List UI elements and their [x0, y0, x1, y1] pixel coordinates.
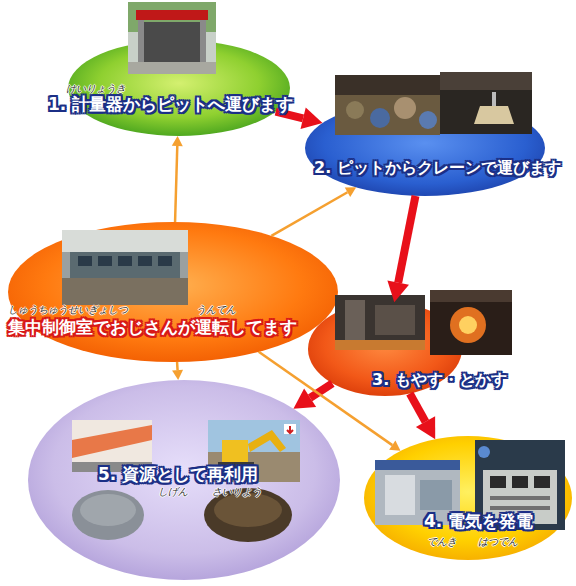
furigana: しげん — [158, 486, 188, 497]
crane-grab — [474, 106, 514, 124]
control-room-photo — [62, 230, 188, 305]
inset-icon — [284, 424, 296, 434]
photo-frame — [128, 2, 216, 74]
control-panel — [70, 252, 180, 278]
monitor — [138, 256, 152, 266]
pipe — [345, 300, 365, 345]
sign-board — [136, 10, 208, 20]
step-label: 5. 資源として再利用 — [98, 465, 258, 484]
arrow-shaft — [175, 146, 177, 222]
photo-frame — [430, 290, 512, 355]
furigana: さいりよう — [212, 486, 262, 497]
furigana: うんてん — [196, 304, 236, 315]
pellet-highlight — [214, 493, 282, 527]
photo-frame — [335, 295, 425, 350]
arrow-shaft — [176, 362, 179, 370]
fire-glow — [450, 307, 486, 343]
fire-core — [459, 316, 477, 334]
furigana: でんき — [427, 536, 457, 547]
flow-arrow — [172, 136, 183, 222]
ellipse-fill — [305, 100, 545, 196]
furnace-photo — [430, 290, 512, 355]
crane-photo — [440, 72, 532, 134]
ellipse-fill — [28, 380, 340, 580]
monitor — [118, 256, 132, 266]
waste-pile — [394, 97, 416, 119]
photo-frame — [440, 72, 532, 134]
waste-pile — [346, 101, 364, 119]
pit-photo — [335, 75, 440, 135]
arrow-head — [172, 136, 183, 146]
gravel-highlight — [80, 494, 136, 526]
gravel-photo — [72, 490, 144, 540]
waste-pile — [419, 111, 437, 129]
flow-arrow — [293, 383, 332, 408]
ellipse-fill — [364, 436, 572, 560]
pillar — [138, 20, 144, 66]
desk — [62, 278, 188, 305]
inset-arrow — [287, 426, 293, 433]
flow-arrow — [271, 187, 356, 235]
flow-arrow — [410, 393, 435, 439]
turbine — [420, 480, 452, 510]
lamp — [478, 446, 490, 458]
arrow-head — [172, 370, 183, 380]
arrow-head — [345, 187, 356, 197]
excavator-body — [222, 440, 248, 462]
pillar — [200, 20, 206, 66]
step-label: 3. もやす・とかす — [372, 371, 507, 389]
pit-wall — [335, 75, 440, 95]
ellipse-fill — [8, 222, 338, 362]
monitor — [78, 256, 92, 266]
waste-pile — [370, 108, 390, 128]
weigh-station-photo — [128, 2, 216, 74]
machine — [375, 305, 415, 335]
generator — [385, 475, 415, 515]
ceiling — [440, 72, 532, 90]
furigana: しゅうちゅうせいぎょしつ — [8, 304, 128, 315]
arrow-head — [293, 389, 316, 409]
switch-row — [490, 506, 550, 510]
step-label: 4. 電気を発電 — [424, 512, 533, 531]
gate-shadow — [144, 22, 200, 62]
ceiling — [62, 230, 188, 252]
molten-slag — [72, 425, 152, 458]
gravel-pile — [72, 490, 144, 540]
furigana: けいりょうき — [66, 83, 126, 94]
flow-arrow — [172, 362, 183, 380]
step-label: 集中制御室でおじさんが運転してます — [8, 318, 297, 337]
arrow-shaft — [410, 393, 426, 421]
arrow-shaft — [271, 192, 347, 236]
monitor — [98, 256, 112, 266]
screen — [512, 476, 528, 488]
photo-frame — [62, 230, 188, 305]
excavator-arm — [248, 430, 286, 452]
wall — [375, 460, 460, 470]
arrow-head — [387, 281, 409, 303]
arrow-head — [416, 416, 435, 439]
switch-row — [490, 496, 550, 500]
furnace-top — [430, 290, 512, 302]
boiler-photo — [335, 295, 425, 350]
floor — [335, 340, 425, 350]
step-label: 1. 計量器からピットへ運びます — [48, 95, 293, 114]
arrow-head — [389, 441, 400, 451]
crane-cable — [492, 92, 496, 106]
screen — [534, 476, 550, 488]
furigana: はつでん — [478, 536, 518, 547]
flow-arrow — [387, 196, 415, 302]
step-label: 2. ピットからクレーンで運びます — [314, 159, 561, 177]
photo-frame — [335, 75, 440, 135]
screen — [490, 476, 506, 488]
road — [128, 62, 216, 74]
monitor — [158, 256, 172, 266]
arrow-shaft — [398, 196, 415, 283]
